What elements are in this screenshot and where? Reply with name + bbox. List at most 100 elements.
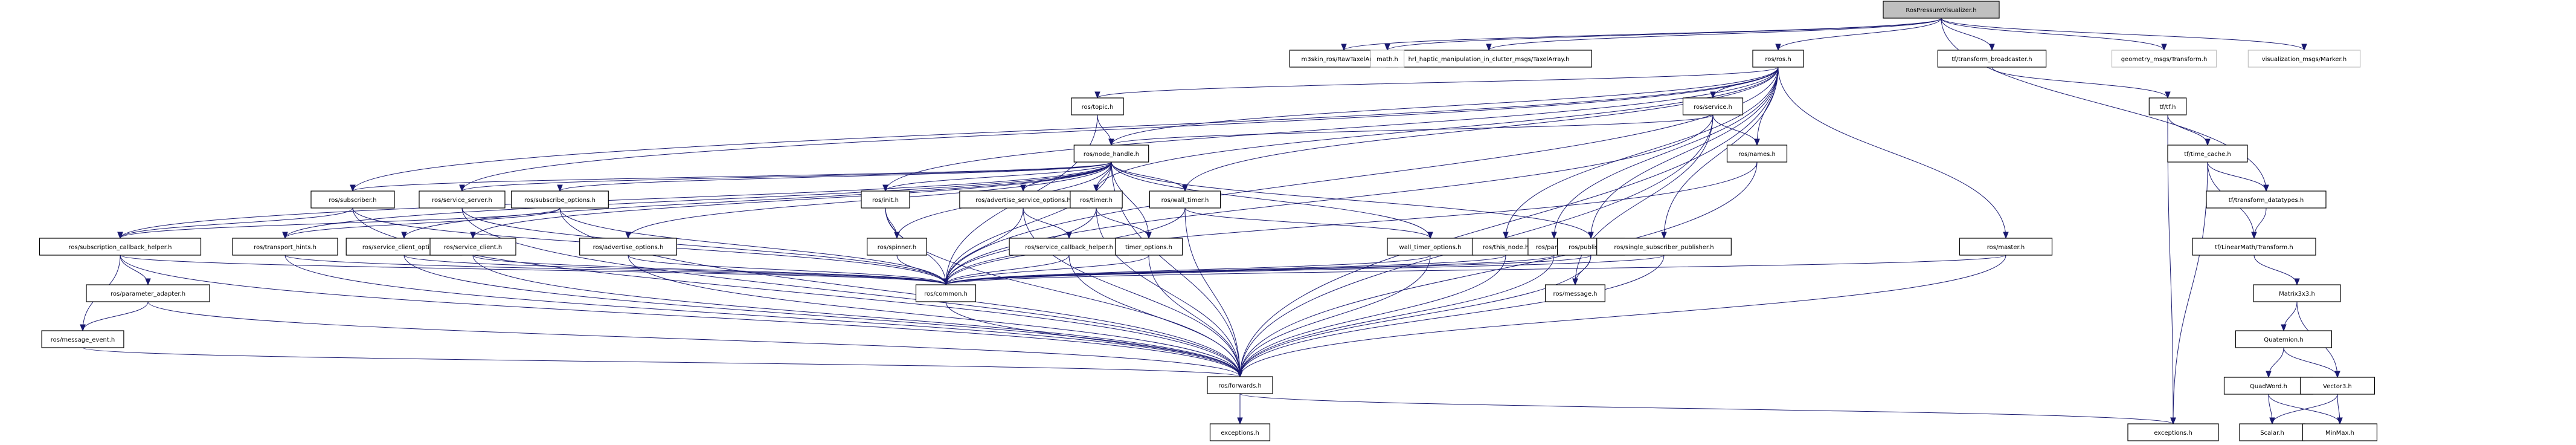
node-box[interactable] — [1883, 1, 2000, 19]
node-singlesubpub[interactable]: ros/single_subscriber_publisher.h — [1596, 238, 1732, 256]
node-box[interactable] — [1937, 50, 2047, 68]
node-servcbhelper[interactable]: ros/service_callback_helper.h — [1009, 238, 1129, 256]
node-box[interactable] — [1959, 238, 2053, 256]
node-subscriber[interactable]: ros/subscriber.h — [310, 190, 395, 209]
node-advservopts[interactable]: ros/advertise_service_options.h — [959, 190, 1087, 209]
node-rosros[interactable]: ros/ros.h — [1752, 50, 1804, 68]
node-box[interactable] — [86, 284, 210, 302]
node-box[interactable] — [2253, 284, 2341, 302]
node-math[interactable]: math.h — [1370, 50, 1405, 68]
node-scalar[interactable]: Scalar.h — [2239, 423, 2305, 441]
node-box[interactable] — [1726, 145, 1788, 163]
node-walltimer[interactable]: ros/wall_timer.h — [1149, 190, 1221, 209]
node-box[interactable] — [1370, 50, 1405, 68]
node-tfdatatypes[interactable]: tf/transform_datatypes.h — [2206, 190, 2327, 209]
node-box[interactable] — [1682, 97, 1744, 115]
node-box[interactable] — [1071, 97, 1124, 115]
node-box[interactable] — [2299, 377, 2375, 395]
node-box[interactable] — [511, 190, 609, 209]
node-box[interactable] — [1545, 284, 1605, 302]
node-box[interactable] — [1209, 423, 1271, 441]
node-box[interactable] — [1073, 145, 1149, 163]
edge-servclient-to-common — [472, 255, 946, 285]
node-init[interactable]: ros/init.h — [861, 190, 910, 209]
node-topic[interactable]: ros/topic.h — [1071, 97, 1124, 115]
edge-nodehandle-to-init — [885, 161, 1112, 192]
node-box[interactable] — [1387, 238, 1474, 256]
node-box[interactable] — [1752, 50, 1804, 68]
node-timer[interactable]: ros/timer.h — [1070, 190, 1123, 209]
node-exceptions2[interactable]: exceptions.h — [2127, 423, 2219, 441]
node-box[interactable] — [1009, 238, 1129, 256]
node-common[interactable]: ros/common.h — [915, 284, 977, 302]
node-box[interactable] — [2167, 145, 2248, 163]
node-box[interactable] — [39, 238, 202, 256]
edge-rosros-to-subscriber — [352, 67, 1779, 192]
node-box[interactable] — [2127, 423, 2219, 441]
node-nodehandle[interactable]: ros/node_handle.h — [1073, 145, 1149, 163]
node-box[interactable] — [959, 190, 1087, 209]
node-servclient[interactable]: ros/service_client.h — [429, 238, 516, 256]
node-box[interactable] — [1596, 238, 1732, 256]
node-box[interactable] — [2235, 330, 2333, 348]
node-matrix3x3[interactable]: Matrix3x3.h — [2253, 284, 2341, 302]
node-box[interactable] — [2247, 50, 2361, 68]
arrowhead-timecache-to-tfdatatypes — [2263, 184, 2269, 192]
node-box[interactable] — [915, 284, 977, 302]
node-box[interactable] — [1149, 190, 1221, 209]
node-box[interactable] — [310, 190, 395, 209]
edge-timer-to-forwards — [1096, 207, 1241, 377]
node-forwards[interactable]: ros/forwards.h — [1207, 376, 1273, 394]
node-advopts[interactable]: ros/advertise_options.h — [579, 238, 677, 256]
node-vector3[interactable]: Vector3.h — [2299, 377, 2375, 395]
node-quadword[interactable]: QuadWord.h — [2223, 377, 2314, 395]
node-servserver[interactable]: ros/service_server.h — [419, 190, 506, 209]
node-box[interactable] — [429, 238, 516, 256]
edge-tfbroad-to-tftf — [1991, 67, 2168, 99]
node-label: wall_timer_options.h — [1399, 244, 1462, 251]
edge-service-to-nodehandle — [1111, 114, 1714, 146]
node-tfbroad[interactable]: tf/transform_broadcaster.h — [1937, 50, 2047, 68]
node-box[interactable] — [579, 238, 677, 256]
node-geomtf[interactable]: geometry_msgs/Transform.h — [2111, 50, 2217, 68]
node-taxel[interactable]: hrl_haptic_manipulation_in_clutter_msgs/… — [1386, 50, 1592, 68]
node-box[interactable] — [1207, 376, 1273, 394]
node-box[interactable] — [2148, 97, 2187, 115]
node-box[interactable] — [2239, 423, 2305, 441]
node-box[interactable] — [861, 190, 910, 209]
node-service[interactable]: ros/service.h — [1682, 97, 1744, 115]
node-box[interactable] — [2302, 423, 2378, 441]
node-lmtransform[interactable]: tf/LinearMath/Transform.h — [2192, 238, 2316, 256]
arrowhead-nodehandle-to-subscriber — [350, 184, 356, 192]
node-timecache[interactable]: tf/time_cache.h — [2167, 145, 2248, 163]
node-box[interactable] — [2206, 190, 2327, 209]
node-tftf[interactable]: tf/tf.h — [2148, 97, 2187, 115]
node-box[interactable] — [419, 190, 506, 209]
node-box[interactable] — [41, 330, 124, 348]
node-message[interactable]: ros/message.h — [1545, 284, 1605, 302]
node-root[interactable]: RosPressureVisualizer.h — [1883, 1, 2000, 19]
node-names[interactable]: ros/names.h — [1726, 145, 1788, 163]
node-box[interactable] — [1070, 190, 1123, 209]
node-box[interactable] — [2192, 238, 2316, 256]
node-quaternion[interactable]: Quaternion.h — [2235, 330, 2333, 348]
node-master[interactable]: ros/master.h — [1959, 238, 2053, 256]
node-vismarker[interactable]: visualization_msgs/Marker.h — [2247, 50, 2361, 68]
node-box[interactable] — [1386, 50, 1592, 68]
node-subcbhelper[interactable]: ros/subscription_callback_helper.h — [39, 238, 202, 256]
node-minmax[interactable]: MinMax.h — [2302, 423, 2378, 441]
node-paramadapter[interactable]: ros/parameter_adapter.h — [86, 284, 210, 302]
node-transhints[interactable]: ros/transport_hints.h — [232, 238, 338, 256]
node-walltimeropts[interactable]: wall_timer_options.h — [1387, 238, 1474, 256]
node-exceptions1[interactable]: exceptions.h — [1209, 423, 1271, 441]
node-box[interactable] — [232, 238, 338, 256]
node-box[interactable] — [2111, 50, 2217, 68]
node-spinner[interactable]: ros/spinner.h — [867, 238, 927, 256]
arrowhead-tfbroad-to-tftf — [2165, 91, 2171, 99]
node-msgevent[interactable]: ros/message_event.h — [41, 330, 124, 348]
arrowhead-quaternion-to-vector3 — [2334, 371, 2340, 378]
node-box[interactable] — [867, 238, 927, 256]
node-box[interactable] — [1114, 238, 1183, 256]
node-timeropts[interactable]: timer_options.h — [1114, 238, 1183, 256]
node-subopts[interactable]: ros/subscribe_options.h — [511, 190, 609, 209]
